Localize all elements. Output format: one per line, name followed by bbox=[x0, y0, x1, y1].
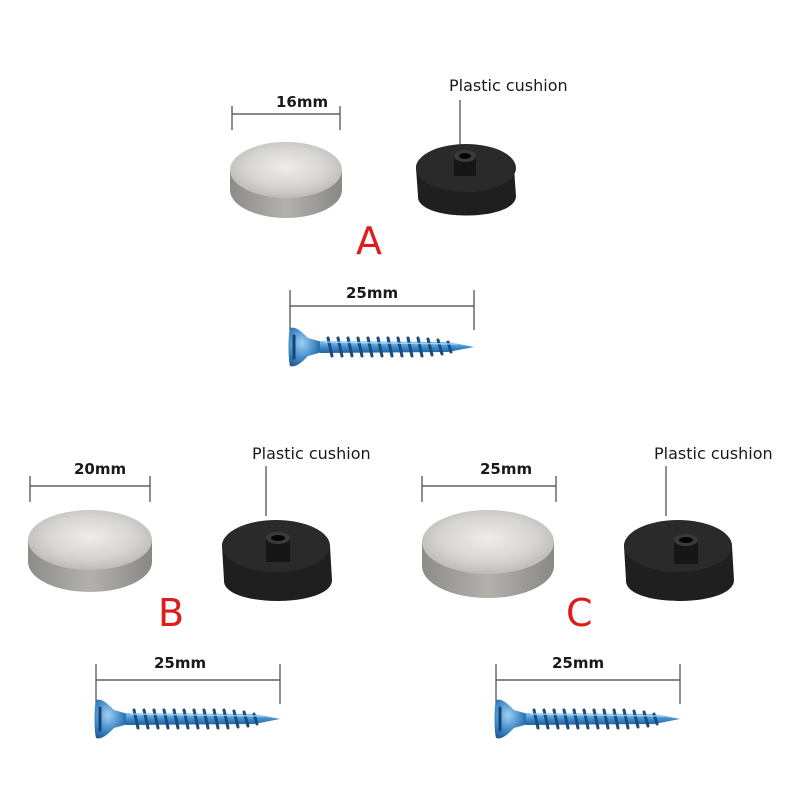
cushion-a bbox=[416, 100, 516, 216]
cushion-label-c: Plastic cushion bbox=[654, 444, 773, 463]
cap-diameter-label-a: 16mm bbox=[276, 93, 329, 111]
group-a bbox=[230, 100, 516, 368]
group-letter-b: B bbox=[158, 591, 185, 635]
cushion-b bbox=[222, 466, 332, 601]
cap-diameter-label-c: 25mm bbox=[480, 460, 533, 478]
dimension-line-cap-c bbox=[421, 476, 557, 502]
cushion-label-b: Plastic cushion bbox=[252, 444, 371, 463]
dimension-line-screw-c bbox=[495, 664, 681, 704]
group-letter-c: C bbox=[566, 591, 593, 635]
cap-b bbox=[28, 510, 152, 592]
dimension-line-screw-a bbox=[289, 290, 475, 330]
dimension-line-cap-b bbox=[29, 476, 151, 502]
screw-b bbox=[93, 698, 282, 740]
dimension-line-cap-a bbox=[231, 106, 341, 130]
group-letter-a: A bbox=[356, 219, 382, 263]
cushion-c bbox=[624, 466, 734, 601]
screw-length-label-c: 25mm bbox=[552, 654, 605, 672]
group-c bbox=[421, 466, 734, 740]
cushion-label-a: Plastic cushion bbox=[449, 76, 568, 95]
group-b bbox=[28, 466, 332, 740]
screw-length-label-b: 25mm bbox=[154, 654, 207, 672]
screw-c bbox=[493, 698, 682, 740]
cap-a bbox=[230, 142, 342, 218]
screw-length-label-a: 25mm bbox=[346, 284, 399, 302]
cap-diameter-label-b: 20mm bbox=[74, 460, 127, 478]
dimension-line-screw-b bbox=[95, 664, 281, 704]
screw-a bbox=[287, 326, 476, 368]
cap-c bbox=[422, 510, 554, 598]
